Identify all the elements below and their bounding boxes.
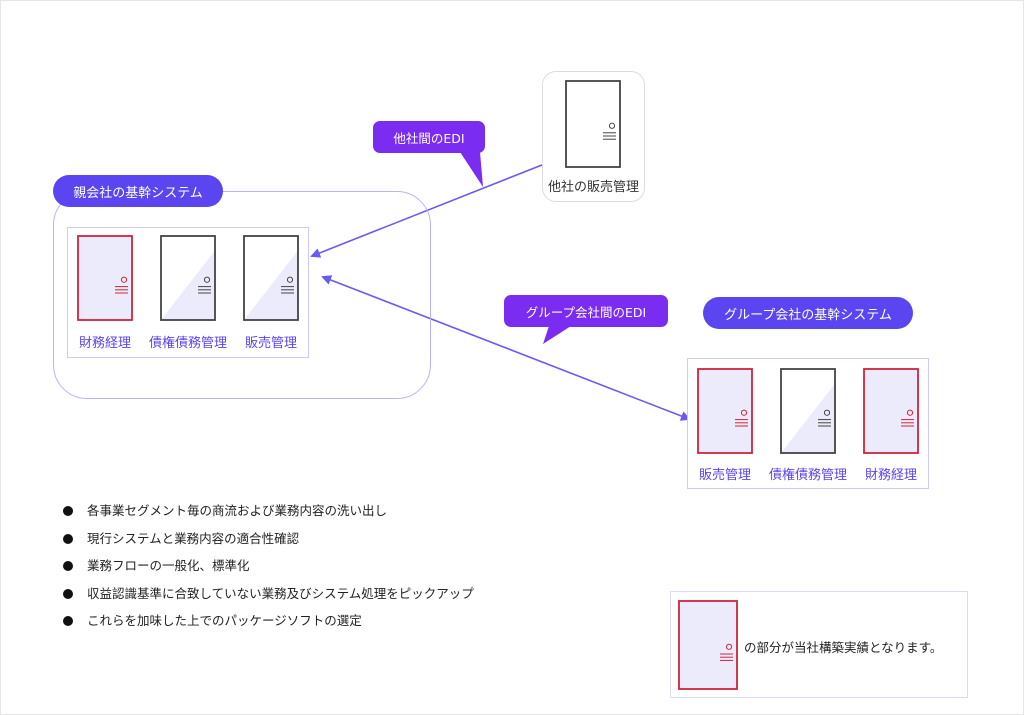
bullet-dot bbox=[63, 506, 73, 516]
bullet-dot bbox=[63, 616, 73, 626]
door-icon bbox=[780, 368, 836, 454]
door-icon bbox=[565, 80, 621, 168]
bullet-dot bbox=[63, 588, 73, 599]
list-item: 収益認識基準に合致していない業務及びシステム処理をピックアップ bbox=[63, 584, 474, 612]
bullet-text: 各事業セグメント毎の商流および業務内容の洗い出し bbox=[87, 503, 388, 518]
legend-text: の部分が当社構築実績となります。 bbox=[744, 640, 943, 655]
list-item: 業務フローの一般化、標準化 bbox=[63, 556, 474, 584]
door-icon bbox=[77, 235, 133, 321]
callout-tail bbox=[460, 152, 483, 187]
list-item: 各事業セグメント毎の商流および業務内容の洗い出し bbox=[63, 501, 474, 529]
door-icon bbox=[160, 235, 216, 321]
bullet-dot bbox=[63, 561, 73, 571]
group-system-title: グループ会社の基幹システム bbox=[703, 297, 913, 329]
bullet-text: 業務フローの一般化、標準化 bbox=[87, 558, 250, 573]
inter-company-edi-callout: 他社間のEDI bbox=[373, 121, 485, 153]
group-module-label-2: 財務経理 bbox=[864, 468, 917, 483]
door-icon bbox=[697, 368, 753, 454]
bullet-text: 収益認識基準に合致していない業務及びシステム処理をピックアップ bbox=[87, 585, 474, 601]
list-item: これらを加味した上でのパッケージソフトの選定 bbox=[63, 611, 474, 639]
parent-module-label-1: 債権債務管理 bbox=[148, 336, 227, 351]
list-item: 現行システムと業務内容の適合性確認 bbox=[63, 529, 474, 557]
parent-system-container bbox=[53, 191, 431, 399]
edi-arrow-other-company bbox=[310, 159, 554, 258]
other-company-label: 他社の販売管理 bbox=[547, 180, 639, 195]
parent-system-title: 親会社の基幹システム bbox=[53, 175, 223, 207]
group-module-label-1: 債権債務管理 bbox=[768, 468, 847, 483]
bullet-dot bbox=[63, 533, 73, 544]
parent-module-label-2: 販売管理 bbox=[244, 336, 297, 351]
parent-module-label-0: 財務経理 bbox=[78, 336, 131, 351]
task-bullet-list: 各事業セグメント毎の商流および業務内容の洗い出し 現行システムと業務内容の適合性… bbox=[63, 501, 474, 639]
bullet-text: 現行システムと業務内容の適合性確認 bbox=[87, 530, 300, 546]
door-icon bbox=[863, 368, 919, 454]
door-icon bbox=[243, 235, 299, 321]
group-edi-callout: グループ会社間のEDI bbox=[504, 295, 668, 327]
bullet-text: これらを加味した上でのパッケージソフトの選定 bbox=[87, 613, 362, 628]
door-icon bbox=[678, 600, 738, 690]
group-module-label-0: 販売管理 bbox=[698, 468, 751, 483]
callout-tail bbox=[543, 326, 571, 344]
edi-arrow-group-company bbox=[321, 275, 691, 421]
